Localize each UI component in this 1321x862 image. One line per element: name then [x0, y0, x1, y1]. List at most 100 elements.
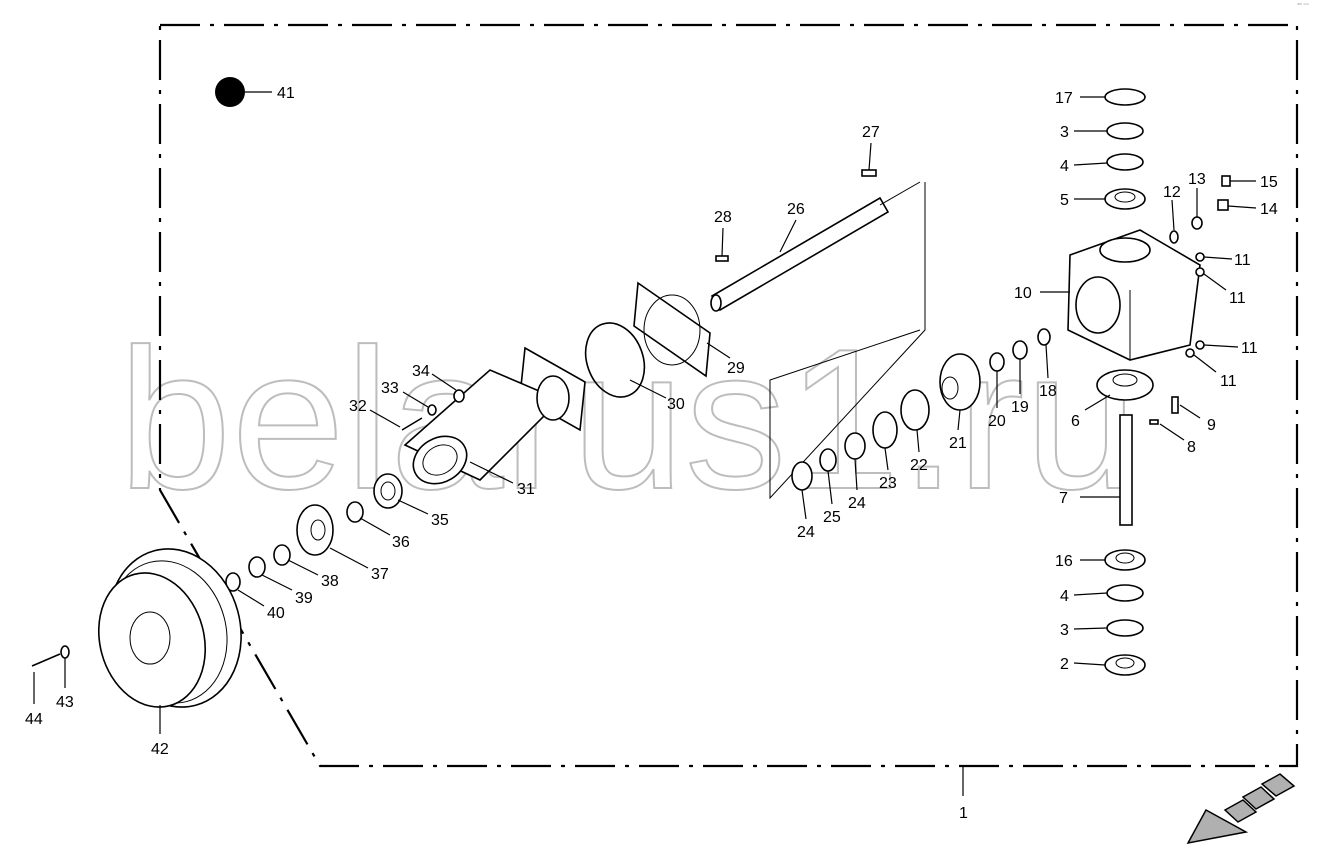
- ring-38: [273, 544, 291, 566]
- bolt-32: [401, 417, 423, 431]
- callout: 43: [56, 694, 74, 711]
- ring-36: [346, 501, 364, 523]
- leader-line: [868, 142, 872, 171]
- leader-line: [801, 489, 807, 520]
- callout: 25: [823, 509, 841, 526]
- leader-line: [431, 373, 457, 391]
- bolt-44: [31, 653, 61, 667]
- leader-line: [1073, 662, 1106, 666]
- callout: 42: [151, 741, 169, 758]
- leader-line: [1193, 354, 1217, 373]
- leader-line: [359, 517, 391, 536]
- leader-lines: [33, 91, 1257, 796]
- leader-line: [1203, 273, 1227, 291]
- leader-line: [469, 461, 514, 484]
- callout: 44: [25, 711, 43, 728]
- callout: 20: [988, 413, 1006, 430]
- washer-43: [60, 645, 70, 659]
- callout: 15: [1260, 174, 1278, 191]
- callout: 3: [1060, 622, 1069, 639]
- callout: 39: [295, 590, 313, 607]
- gearbox-housing-10: [1067, 229, 1201, 361]
- pulley-42: [97, 548, 242, 708]
- callout: 21: [949, 435, 967, 452]
- callout: 27: [862, 124, 880, 141]
- output-shaft-parts: [791, 328, 1051, 491]
- leader-line: [1179, 404, 1201, 419]
- callout: 24: [797, 524, 815, 541]
- callout: 8: [1187, 439, 1196, 456]
- shaft-26: [710, 169, 926, 500]
- leader-line: [1159, 423, 1185, 441]
- callout: 3: [1060, 124, 1069, 141]
- callout: 6: [1071, 413, 1080, 430]
- leader-line: [237, 589, 265, 607]
- leader-line: [884, 447, 889, 471]
- callout: 32: [349, 398, 367, 415]
- callout: 12: [1163, 184, 1181, 201]
- leader-line: [916, 429, 920, 453]
- washer-33: [427, 404, 437, 416]
- leader-line: [1073, 627, 1108, 630]
- callout: 36: [392, 534, 410, 551]
- callout: 19: [1011, 399, 1029, 416]
- bearing-35: [373, 473, 403, 509]
- callout: 1: [959, 805, 968, 822]
- callout: 11: [1234, 252, 1251, 269]
- callout: 37: [371, 566, 389, 583]
- callout: 28: [714, 209, 732, 226]
- gasket-29: [633, 281, 711, 378]
- leader-line: [1073, 162, 1108, 166]
- watermark: belarus1.ru: [118, 308, 1138, 531]
- direction-arrow-icon: [1186, 773, 1296, 845]
- vertical-shaft-parts: [1096, 369, 1179, 676]
- callout: 9: [1207, 417, 1216, 434]
- leader-line: [629, 379, 667, 399]
- callout: 16: [1055, 553, 1073, 570]
- housing-31: [403, 346, 586, 485]
- callout: 10: [1014, 285, 1032, 302]
- leader-line: [329, 547, 369, 569]
- leader-line: [721, 227, 724, 257]
- callout: 2: [1060, 656, 1069, 673]
- assembly-boundary: [158, 23, 1299, 768]
- leader-line: [402, 391, 429, 408]
- leader-line: [1084, 394, 1111, 411]
- callout: 40: [267, 605, 285, 622]
- nut-34: [453, 389, 465, 403]
- callout: 34: [412, 363, 430, 380]
- leader-line: [1073, 592, 1108, 596]
- callout: 29: [727, 360, 745, 377]
- callout: 31: [517, 481, 535, 498]
- callout: 35: [431, 512, 449, 529]
- callout: 26: [787, 201, 805, 218]
- callout: 13: [1188, 171, 1206, 188]
- leader-line: [287, 559, 319, 576]
- leader-line: [827, 470, 833, 505]
- leader-line: [854, 458, 858, 491]
- callout: 11: [1229, 290, 1246, 307]
- leader-line: [397, 499, 429, 515]
- callout: 30: [667, 396, 685, 413]
- leader-line: [779, 219, 797, 253]
- callout: 5: [1060, 192, 1069, 209]
- corner-code: ᵃᵐ ⁿⁿⁿ: [1297, 2, 1309, 8]
- leader-line: [957, 409, 961, 431]
- ring-39: [248, 556, 266, 578]
- callout: 14: [1260, 201, 1278, 218]
- leader-line: [1227, 205, 1257, 209]
- leader-line: [1203, 344, 1239, 348]
- callout: 4: [1060, 158, 1069, 175]
- callout: 4: [1060, 588, 1069, 605]
- o-ring-30: [584, 322, 646, 398]
- callout: 38: [321, 573, 339, 590]
- callout: 24: [848, 495, 866, 512]
- callout: 33: [381, 380, 399, 397]
- leader-line: [369, 409, 401, 428]
- callout: 11: [1220, 373, 1237, 390]
- leader-line: [1045, 344, 1049, 379]
- leader-line: [1203, 256, 1233, 260]
- part-41-marker: [215, 77, 245, 107]
